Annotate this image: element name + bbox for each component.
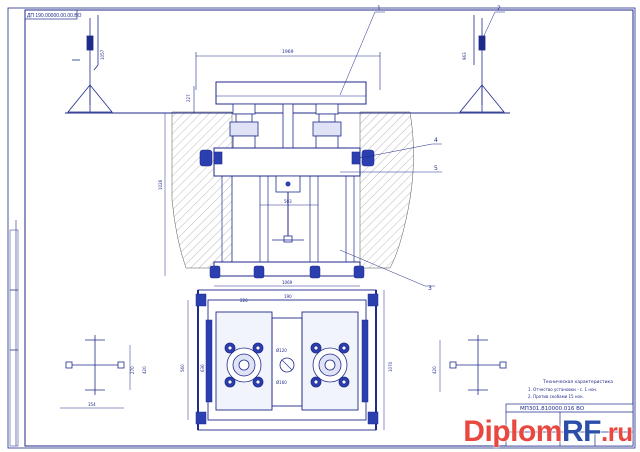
plan-bolt-pads	[195, 293, 379, 425]
plan-right-cylinder	[310, 342, 350, 388]
dim-bottom-base: 1069	[282, 280, 293, 285]
sheet-inner-border	[24, 9, 634, 447]
callout-2: 2	[497, 5, 501, 12]
title-code: МП301.810000.016 ВО	[520, 406, 585, 412]
watermark-part3: .ru	[600, 416, 633, 447]
dim-plan-h2: 636	[200, 364, 205, 372]
dim-plan-dia1: Ø120	[276, 348, 287, 353]
dim-plan-h1: 560	[180, 364, 185, 372]
callout-leaders	[339, 11, 505, 287]
dim-plan-w1: 226	[240, 298, 248, 303]
callout-5: 5	[434, 165, 438, 172]
note-1: 1. Отчество установки - с. 1 нон.	[528, 387, 597, 392]
guide-columns	[221, 176, 355, 268]
notes-heading: Техническая характеристика	[542, 379, 613, 385]
top-dim-lines	[193, 52, 381, 113]
note-2: 2. Против скобами 15 нон.	[528, 394, 584, 399]
dim-top-width: 1969	[282, 49, 294, 55]
dim-side-left-w: 354	[88, 402, 96, 407]
stamp-box	[24, 9, 78, 20]
dim-vertical-main: 1026	[158, 179, 163, 190]
beam-bolts	[199, 149, 375, 167]
plan-left-cylinder	[224, 342, 264, 388]
crossbeam	[213, 147, 361, 177]
ground-hatch-left	[171, 111, 233, 269]
callout-4: 4	[434, 137, 438, 144]
left-side-strip	[9, 229, 19, 447]
title-block	[505, 403, 634, 447]
right-sign-stand	[459, 15, 505, 113]
dim-top-left: 227	[186, 94, 191, 102]
dim-side-left-h2: 420	[142, 366, 147, 374]
right-cylinder-head	[312, 103, 342, 149]
dim-plan-w2: 190	[284, 294, 292, 299]
dim-plan-dia2: Ø160	[276, 380, 287, 385]
callout-3: 3	[428, 285, 432, 292]
stamp-code: ДП 190.00000.00.00.ВО	[27, 13, 81, 19]
left-sign-stand	[67, 15, 113, 113]
lower-base	[213, 261, 361, 277]
watermark-part1: Diplom	[463, 415, 562, 448]
dim-center-gap: 503	[284, 199, 292, 204]
left-cylinder-head	[229, 103, 259, 149]
top-table	[215, 81, 367, 105]
dim-left-stand: 1057	[100, 49, 105, 60]
sheet-outer-border	[7, 7, 636, 449]
right-base-plan	[439, 335, 507, 395]
left-base-plan	[60, 335, 131, 409]
dim-right-stand: 963	[462, 52, 467, 60]
base-feet	[209, 265, 365, 279]
watermark-part2: RF	[561, 415, 602, 448]
callout-1: 1	[377, 5, 381, 12]
center-post	[282, 103, 294, 149]
dim-plan-side: 1070	[388, 361, 393, 372]
dim-side-left-h1: 270	[130, 366, 135, 374]
dim-side-right-h: 420	[432, 366, 437, 374]
ground-hatch-right	[359, 111, 414, 269]
